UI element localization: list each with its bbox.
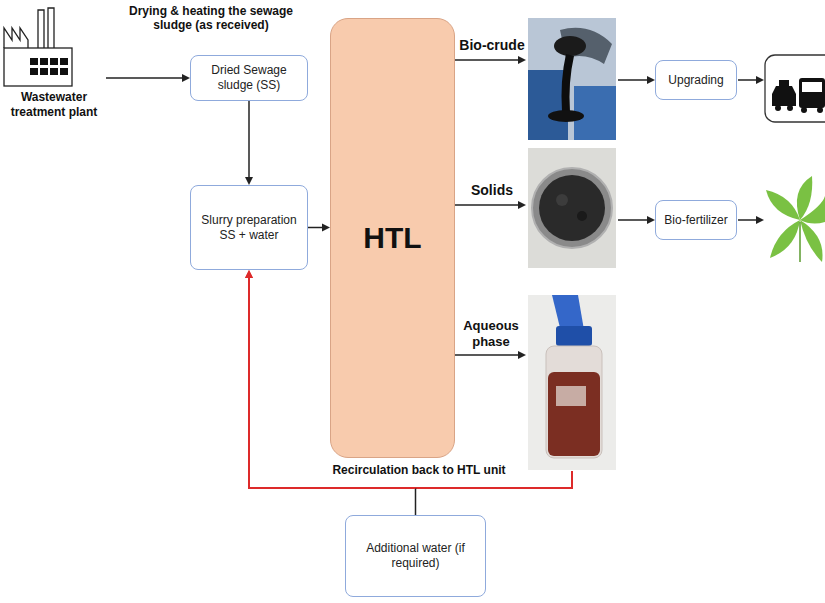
arrow-head xyxy=(518,201,526,209)
flow-arrow xyxy=(455,56,655,84)
stream-label: Bio-crude xyxy=(458,37,526,54)
photo-background xyxy=(528,148,616,268)
plant-icon xyxy=(766,176,825,262)
arrow-head xyxy=(245,270,253,278)
node-text: Wastewater treatment plant xyxy=(6,90,102,120)
photo-background xyxy=(528,295,616,470)
reactor-box: HTL xyxy=(330,18,455,458)
arrow-head xyxy=(647,216,655,224)
window xyxy=(50,68,58,75)
connector-line xyxy=(618,219,649,221)
process-box: Slurry preparation SS + water xyxy=(190,185,308,270)
arrow-head xyxy=(647,76,655,84)
factory-body xyxy=(4,48,72,86)
node-text: Dried Sewage sludge (SS) xyxy=(195,63,303,93)
arrow-line xyxy=(738,79,757,81)
connector-line xyxy=(455,354,520,356)
vehicles-icon xyxy=(765,55,825,122)
aqueous-photo xyxy=(528,295,616,470)
leaf xyxy=(766,190,800,220)
node-text: Upgrading xyxy=(668,73,723,88)
arrow-head xyxy=(322,224,330,232)
flow-label: Drying & heating the sewage sludge (as r… xyxy=(108,4,314,33)
window xyxy=(50,58,58,65)
leaf xyxy=(770,220,800,258)
arrow-head xyxy=(245,177,253,185)
wheel xyxy=(787,105,793,111)
stream-label: Aqueous phase xyxy=(458,318,524,349)
arrow-head xyxy=(756,216,764,224)
leaf xyxy=(800,220,823,262)
node-text: Slurry preparation SS + water xyxy=(195,213,303,243)
stream-label: Solids xyxy=(462,182,522,199)
process-box: Bio-fertilizer xyxy=(655,200,737,240)
node-text: Additional water (if required) xyxy=(350,541,481,571)
window xyxy=(40,68,48,75)
window xyxy=(30,68,38,75)
oil-pool xyxy=(548,110,584,122)
flow-label: Recirculation back to HTL unit xyxy=(316,463,522,477)
connector-line xyxy=(455,59,520,61)
brown-liquid xyxy=(548,372,600,456)
solids-photo xyxy=(528,148,616,268)
bottle-sticker xyxy=(556,386,586,406)
taxi-sign xyxy=(779,80,789,86)
black-powder xyxy=(539,175,605,241)
vehicles-frame xyxy=(765,55,825,122)
biocrude-photo xyxy=(528,18,616,140)
window xyxy=(30,58,38,65)
wheel xyxy=(775,105,781,111)
connector-line xyxy=(248,101,250,179)
stem xyxy=(799,222,801,262)
arrow-head xyxy=(182,74,190,82)
flow-arrow xyxy=(308,224,330,232)
arrow-head xyxy=(518,351,526,359)
leaf xyxy=(800,196,825,224)
arrow-head xyxy=(518,56,526,64)
arrow-head xyxy=(756,76,764,84)
can-opening xyxy=(554,36,586,56)
powder-grain xyxy=(577,211,587,221)
factory-windows xyxy=(30,58,68,75)
petri-dish xyxy=(532,168,612,248)
bus-icon xyxy=(799,78,825,108)
arrow-head xyxy=(245,270,253,278)
bus-window xyxy=(802,82,822,92)
connector-line xyxy=(308,227,324,229)
plant-node: Wastewater treatment plant xyxy=(2,10,106,136)
node-text: HTL xyxy=(363,219,421,257)
connector-line xyxy=(106,77,184,79)
wheel xyxy=(801,107,807,113)
flow-arrow xyxy=(106,74,190,82)
connector-line xyxy=(618,79,649,81)
window xyxy=(60,58,68,65)
car-icon xyxy=(772,86,796,106)
connector-line xyxy=(415,488,417,515)
window xyxy=(40,58,48,65)
wheel xyxy=(817,107,823,113)
powder-grain xyxy=(556,194,568,206)
bottle-cap xyxy=(556,326,592,346)
bio-crude-stream xyxy=(562,54,575,112)
factory-chimney xyxy=(38,8,54,48)
process-box: Upgrading xyxy=(655,60,737,100)
output-arrows xyxy=(738,76,764,224)
glass-bottle xyxy=(546,346,602,458)
flow-arrow xyxy=(245,101,253,185)
node-text: Bio-fertilizer xyxy=(664,213,727,228)
connector-line xyxy=(455,204,520,206)
flow-arrow xyxy=(455,201,655,224)
arrow-line xyxy=(738,219,757,221)
window xyxy=(60,68,68,75)
photo-background xyxy=(528,18,616,140)
input-box: Additional water (if required) xyxy=(345,515,486,597)
factory-roof xyxy=(4,28,28,48)
factory-icon xyxy=(4,8,72,86)
process-box: Dried Sewage sludge (SS) xyxy=(190,55,308,101)
